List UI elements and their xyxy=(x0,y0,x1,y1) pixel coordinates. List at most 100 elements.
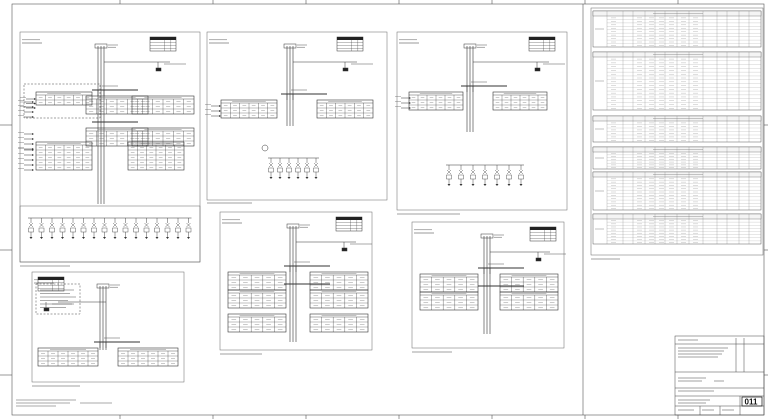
arrow-head xyxy=(32,169,34,171)
ground-symbol xyxy=(483,184,487,186)
meter xyxy=(341,247,348,252)
panel-c xyxy=(395,36,565,132)
breaker-box xyxy=(304,167,310,173)
ground-symbol xyxy=(187,237,190,239)
label-scribble xyxy=(221,219,241,221)
incoming-feeds xyxy=(20,97,36,109)
breaker-box xyxy=(470,174,476,180)
main-switch xyxy=(96,283,110,289)
arrow-head xyxy=(32,133,34,135)
arrow-head xyxy=(32,111,34,113)
viewport-panel-f xyxy=(411,221,565,349)
main-switch xyxy=(283,43,297,49)
right-distribution-table xyxy=(131,95,195,115)
breaker-symbol xyxy=(304,162,310,168)
vertical-risers xyxy=(99,286,107,350)
breaker-box xyxy=(482,174,488,180)
breaker-symbol xyxy=(112,222,118,228)
arrow-head xyxy=(32,149,34,151)
left-distribution-table xyxy=(408,91,464,111)
dashed-box xyxy=(23,83,101,119)
breaker-symbol xyxy=(286,162,292,168)
breaker-box xyxy=(143,227,150,233)
arrow-head xyxy=(409,102,411,104)
breaker-box xyxy=(59,227,66,233)
panel-a-sub-breakers xyxy=(28,217,192,239)
left-distribution-table xyxy=(85,95,149,115)
panel-a xyxy=(18,36,195,204)
enclosure-table xyxy=(35,91,93,106)
main-switch xyxy=(94,43,108,49)
breaker-symbol xyxy=(446,169,452,175)
breaker-box xyxy=(286,167,292,173)
left-distribution-table xyxy=(220,99,278,119)
breaker-symbol xyxy=(81,222,86,228)
ground-symbol xyxy=(296,177,300,179)
panel-f xyxy=(413,226,566,334)
panel-b-breakers xyxy=(268,157,319,179)
box xyxy=(309,313,369,333)
ground-symbol xyxy=(166,237,169,239)
incoming-feeds xyxy=(18,132,34,150)
breaker-symbol xyxy=(70,222,76,228)
viewport-panel-b xyxy=(206,31,388,201)
breaker-box xyxy=(164,227,171,233)
breaker-symbol xyxy=(482,169,488,175)
arrow-head xyxy=(32,143,34,145)
left-distribution-table xyxy=(37,347,99,367)
legend-header xyxy=(530,227,556,230)
legend-table xyxy=(336,36,364,52)
breaker-box xyxy=(175,227,181,233)
breaker-symbol xyxy=(123,222,128,228)
viewport-frames xyxy=(19,7,764,383)
ground-symbol xyxy=(459,184,463,186)
breaker-box xyxy=(91,227,97,233)
right-distribution-table-2 xyxy=(309,289,369,309)
breaker-box xyxy=(295,167,301,173)
ground-symbol xyxy=(287,177,291,179)
box xyxy=(309,289,369,309)
arrow-head xyxy=(409,97,411,99)
right-distribution-table-3 xyxy=(309,313,369,333)
label-scribble xyxy=(21,39,41,41)
sheet-number: 011 xyxy=(745,398,758,407)
breaker-symbol xyxy=(102,222,107,228)
schedule-block xyxy=(592,171,762,211)
breaker-symbol xyxy=(60,222,65,228)
right-distribution-table xyxy=(309,271,369,291)
label-scribble xyxy=(413,229,433,231)
ground-symbol xyxy=(155,237,159,239)
ground-symbol xyxy=(507,184,511,186)
breaker-box xyxy=(494,174,500,180)
box xyxy=(227,271,287,291)
breaker-box xyxy=(458,174,464,180)
legend-table xyxy=(528,36,556,52)
legend-table xyxy=(529,226,557,242)
ground-symbol xyxy=(305,177,309,179)
breaker-symbol xyxy=(49,222,55,228)
panel-b xyxy=(205,36,374,126)
meter xyxy=(155,67,162,72)
arrow-head xyxy=(219,115,221,117)
breaker-symbol xyxy=(144,222,149,228)
ground-symbol xyxy=(471,184,475,186)
panel-c-breakers xyxy=(446,164,524,186)
ground-symbol xyxy=(103,237,106,239)
arrow-head xyxy=(34,102,36,105)
breaker-symbol xyxy=(506,169,512,175)
arrow-head xyxy=(32,116,34,118)
incoming-feeds xyxy=(18,100,34,118)
ground-symbol xyxy=(113,237,117,239)
breaker-symbol xyxy=(165,222,170,228)
breaker-symbol xyxy=(277,162,283,168)
panel-a-lower-right-table xyxy=(127,141,185,171)
legend-header xyxy=(150,37,176,40)
arrow-head xyxy=(32,138,34,140)
meter xyxy=(342,67,349,72)
meter xyxy=(534,67,541,72)
breaker-box xyxy=(101,227,108,233)
label-scribble xyxy=(398,39,418,41)
viewport-panel-c xyxy=(396,31,568,211)
